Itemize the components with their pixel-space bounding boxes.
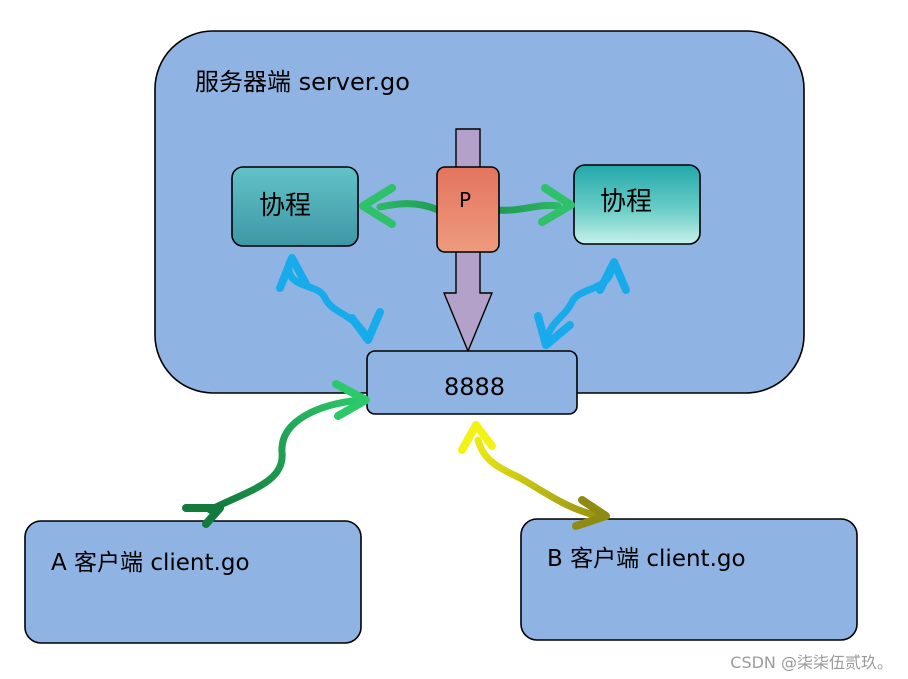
- server-title: 服务器端 server.go: [195, 68, 410, 96]
- arrow-p-to-coroutine-right: [494, 184, 575, 226]
- client-a-box: [24, 520, 362, 644]
- process-label: P: [459, 188, 471, 212]
- arrow-client-a-to-port: [182, 380, 370, 528]
- arrow-p-to-coroutine-left: [359, 184, 442, 228]
- process-box: [436, 166, 500, 253]
- coroutine-left-label: 协程: [259, 191, 311, 221]
- arrow-coroutine-right-to-port: [534, 258, 630, 349]
- client-b-box: [520, 518, 858, 641]
- coroutine-right-label: 协程: [600, 187, 652, 217]
- coroutine-left-box: [231, 166, 359, 247]
- client-b-label: B 客户端 client.go: [547, 546, 746, 572]
- port-box: [366, 350, 578, 415]
- client-a-label: A 客户端 client.go: [51, 550, 250, 576]
- watermark-text: CSDN @柒柒伍贰玖。: [730, 653, 893, 672]
- arrow-port-to-client-b: [458, 421, 610, 530]
- arrow-coroutine-left-to-port: [276, 254, 384, 344]
- port-label: 8888: [444, 373, 505, 401]
